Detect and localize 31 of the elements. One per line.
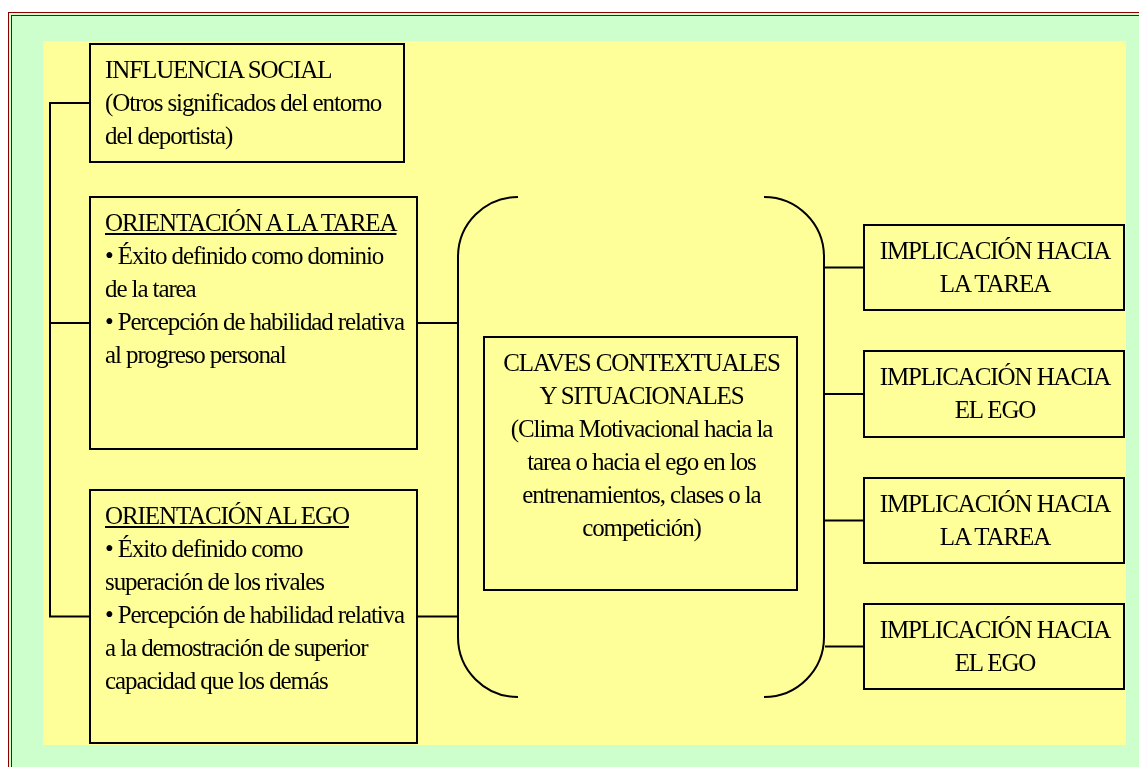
- heading-text: ORIENTACIÓN AL EGO: [105, 501, 350, 531]
- heading-text: IMPLICACIÓN HACIA EL EGO: [879, 362, 1111, 425]
- heading-text: ORIENTACIÓN A LA TAREA: [105, 208, 398, 238]
- text-box: [863, 477, 1125, 564]
- text-box: [483, 336, 798, 591]
- body-text: (Otros significados del entorno del deportista): [105, 88, 383, 151]
- heading-text: INFLUENCIA SOCIAL: [105, 55, 333, 85]
- body-text: • Éxito definido como superación de los rivales: [105, 534, 325, 597]
- text-box: [89, 43, 405, 163]
- connector-line: [824, 645, 864, 648]
- body-text: • Percepción de habilidad relativa al progreso personal: [105, 307, 404, 370]
- body-text: (Clima Motivacional hacia la tarea o hacia el ego en los entrenamientos, clases o la competición): [509, 414, 774, 544]
- heading-text: IMPLICACIÓN HACIA LA TAREA: [879, 236, 1111, 299]
- heading-text: IMPLICACIÓN HACIA EL EGO: [879, 615, 1111, 678]
- connector-line: [417, 322, 458, 324]
- connector-line: [417, 615, 458, 618]
- connector-line: [824, 519, 864, 522]
- body-text: • Percepción de habilidad relativa a la demostración de superior capacidad que los demás: [105, 600, 404, 696]
- connector-line: [824, 393, 864, 395]
- text-box: [863, 603, 1125, 690]
- connector-line: [824, 266, 864, 269]
- connector-line: [49, 102, 90, 324]
- text-box: [89, 196, 418, 450]
- text-box: [863, 224, 1125, 311]
- body-text: • Éxito definido como dominio de la tarea: [105, 241, 385, 304]
- parenthesis-bracket: [457, 196, 825, 698]
- text-box: [863, 350, 1125, 438]
- text-box: [89, 489, 418, 744]
- heading-text: CLAVES CONTEXTUALES Y SITUACIONALES: [502, 348, 781, 411]
- connector-line: [49, 322, 90, 618]
- heading-text: IMPLICACIÓN HACIA LA TAREA: [879, 489, 1111, 552]
